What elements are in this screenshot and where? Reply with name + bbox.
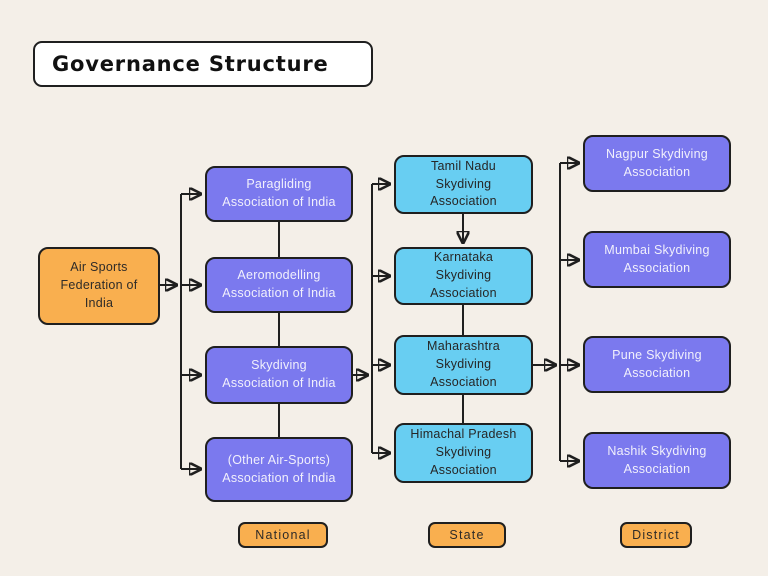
- node-label: Tamil Nadu Skydiving Association: [430, 158, 497, 209]
- node-nagpur-skydiving-association: Nagpur Skydiving Association: [583, 135, 731, 192]
- node-label: (Other Air-Sports) Association of India: [222, 452, 336, 485]
- node-label: Skydiving Association of India: [222, 358, 336, 390]
- node-other-air-sports-association: (Other Air-Sports) Association of India: [205, 437, 353, 502]
- legend-national: National: [238, 522, 328, 548]
- node-skydiving-association: Skydiving Association of India: [205, 346, 353, 404]
- legend-label: District: [632, 528, 680, 542]
- node-label: Air Sports Federation of India: [60, 260, 138, 310]
- diagram-title-text: Governance Structure: [52, 52, 329, 76]
- node-label: Karnataka Skydiving Association: [430, 250, 497, 300]
- node-label: Himachal Pradesh Skydiving Association: [410, 427, 517, 477]
- node-label: Nashik Skydiving Association: [607, 443, 707, 476]
- legend-label: State: [449, 528, 485, 542]
- diagram-title: Governance Structure: [33, 41, 373, 87]
- legend-label: National: [255, 528, 311, 542]
- node-label: Aeromodelling Association of India: [222, 268, 336, 300]
- node-paragliding-association: Paragliding Association of India: [205, 166, 353, 222]
- node-himachal-pradesh-skydiving-association: Himachal Pradesh Skydiving Association: [394, 423, 533, 483]
- node-aeromodelling-association: Aeromodelling Association of India: [205, 257, 353, 313]
- node-maharashtra-skydiving-association: Maharashtra Skydiving Association: [394, 335, 533, 395]
- node-mumbai-skydiving-association: Mumbai Skydiving Association: [583, 231, 731, 288]
- node-tamil-nadu-skydiving-association: Tamil Nadu Skydiving Association: [394, 155, 533, 214]
- node-label: Paragliding Association of India: [222, 177, 336, 209]
- legend-district: District: [620, 522, 692, 548]
- node-label: Pune Skydiving Association: [612, 347, 702, 380]
- legend-state: State: [428, 522, 506, 548]
- node-label: Maharashtra Skydiving Association: [427, 339, 500, 389]
- node-karnataka-skydiving-association: Karnataka Skydiving Association: [394, 247, 533, 305]
- node-air-sports-federation-of-india: Air Sports Federation of India: [38, 247, 160, 325]
- node-label: Mumbai Skydiving Association: [604, 242, 710, 275]
- node-nashik-skydiving-association: Nashik Skydiving Association: [583, 432, 731, 489]
- node-label: Nagpur Skydiving Association: [606, 146, 708, 179]
- node-pune-skydiving-association: Pune Skydiving Association: [583, 336, 731, 393]
